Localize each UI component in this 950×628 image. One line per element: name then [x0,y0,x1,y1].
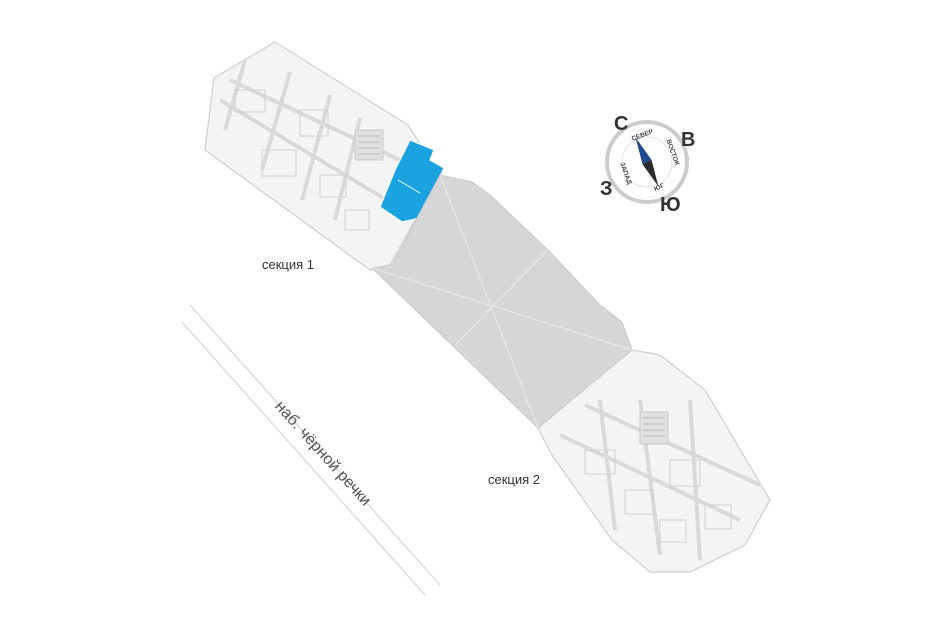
compass-needle-north [635,137,652,165]
compass-letter-north: С [614,113,629,135]
street-embankment [181,304,441,596]
compass-word-south: ЮГ [653,182,666,193]
courtyard-gallery [370,174,633,429]
stairwell-1 [354,129,384,161]
section-1-building [204,41,441,271]
section-1-label: секция 1 [262,257,315,272]
section-2-label: секция 2 [488,472,541,487]
compass-letter-west: З [600,178,613,200]
compass-needle-south [642,159,659,187]
stairwell-2 [639,411,669,445]
section-2-building [537,349,771,573]
compass: СЕВЕР ВОСТОК ЮГ ЗАПАД [605,120,689,204]
compass-letter-east: В [681,129,696,151]
compass-letter-south: Ю [660,194,681,216]
